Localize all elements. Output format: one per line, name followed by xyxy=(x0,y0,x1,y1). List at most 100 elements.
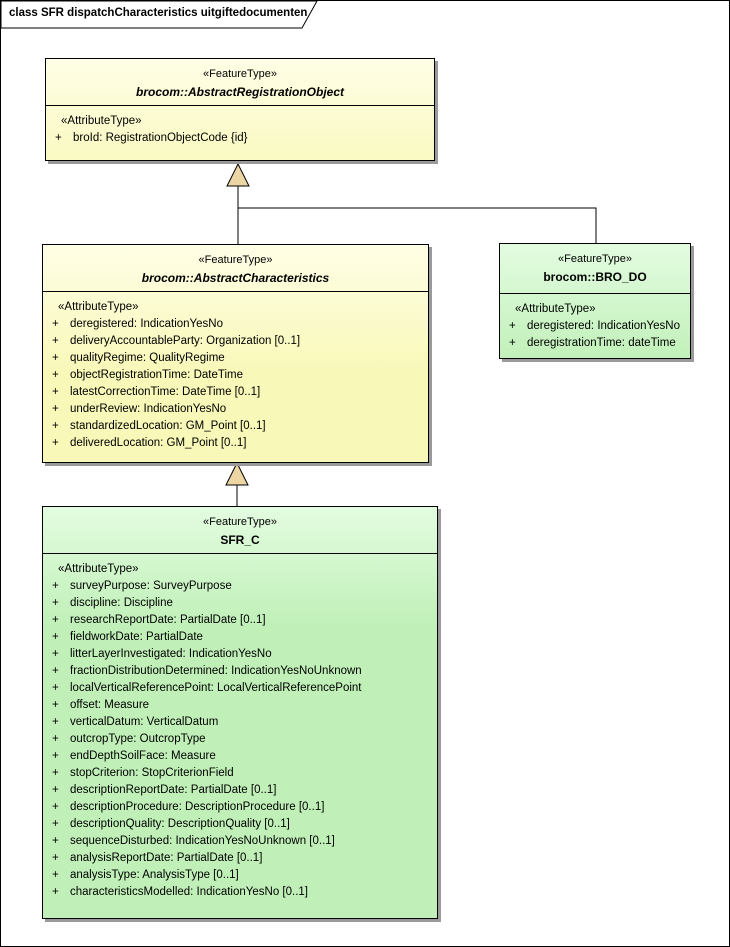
attribute-row: + localVerticalReferencePoint: LocalVert… xyxy=(43,680,437,697)
attribute-list: + deregistered: IndicationYesNo + deregi… xyxy=(500,318,690,352)
class-node-bro-do[interactable]: «FeatureType» brocom::BRO_DO «AttributeT… xyxy=(499,243,691,359)
attribute-row: + standardizedLocation: GM_Point [0..1] xyxy=(43,418,428,435)
attribute-text: researchReportDate: PartialDate [0..1] xyxy=(70,614,266,626)
visibility-symbol: + xyxy=(52,614,59,626)
attribute-stereotype-label: «AttributeType» xyxy=(515,303,596,315)
attribute-row: + deregistered: IndicationYesNo xyxy=(43,316,428,333)
attributes-compartment: «AttributeType» + surveyPurpose: SurveyP… xyxy=(43,554,437,918)
stereotype-label: «FeatureType» xyxy=(203,68,277,80)
frame-tab-shape xyxy=(1,1,318,29)
attributes-compartment: «AttributeType» + deregistered: Indicati… xyxy=(43,292,428,462)
stereotype-label: «FeatureType» xyxy=(203,516,277,528)
stereotype-label: «FeatureType» xyxy=(198,254,273,266)
visibility-symbol: + xyxy=(52,352,59,364)
visibility-symbol: + xyxy=(52,699,59,711)
attribute-text: underReview: IndicationYesNo xyxy=(70,403,227,415)
visibility-symbol: + xyxy=(52,852,59,864)
attribute-row: + outcropType: OutcropType xyxy=(43,731,437,748)
visibility-symbol: + xyxy=(52,733,59,745)
attribute-text: deregistered: IndicationYesNo xyxy=(527,320,681,332)
attribute-text: standardizedLocation: GM_Point [0..1] xyxy=(70,420,266,432)
attribute-row: + objectRegistrationTime: DateTime xyxy=(43,367,428,384)
class-node-sfr-c[interactable]: «FeatureType» SFR_C «AttributeType» + su… xyxy=(42,506,438,919)
visibility-symbol: + xyxy=(52,801,59,813)
attribute-row: + deregistered: IndicationYesNo xyxy=(500,318,690,335)
class-name: brocom::BRO_DO xyxy=(543,270,647,284)
class-node-abstract-registration-object[interactable]: «FeatureType» brocom::AbstractRegistrati… xyxy=(45,58,435,161)
attributes-compartment: «AttributeType» + broId: RegistrationObj… xyxy=(46,106,434,160)
visibility-symbol: + xyxy=(52,597,59,609)
attribute-text: broId: RegistrationObjectCode {id} xyxy=(73,132,248,144)
generalization-line-bro-do[interactable] xyxy=(238,207,597,243)
visibility-symbol: + xyxy=(52,648,59,660)
attribute-row: + analysisType: AnalysisType [0..1] xyxy=(43,867,437,884)
attribute-text: latestCorrectionTime: DateTime [0..1] xyxy=(70,386,261,398)
attribute-row: + stopCriterion: StopCriterionField xyxy=(43,765,437,782)
attribute-list: + surveyPurpose: SurveyPurpose + discipl… xyxy=(43,578,437,901)
attribute-text: descriptionProcedure: DescriptionProcedu… xyxy=(70,801,325,813)
attribute-row: + verticalDatum: VerticalDatum xyxy=(43,714,437,731)
visibility-symbol: + xyxy=(52,682,59,694)
visibility-symbol: + xyxy=(55,132,62,144)
frame-tab xyxy=(1,1,318,29)
attribute-row: + descriptionQuality: DescriptionQuality… xyxy=(43,816,437,833)
attribute-row: + surveyPurpose: SurveyPurpose xyxy=(43,578,437,595)
attribute-row: + underReview: IndicationYesNo xyxy=(43,401,428,418)
attribute-stereotype-label: «AttributeType» xyxy=(58,563,139,575)
visibility-symbol: + xyxy=(52,665,59,677)
visibility-symbol: + xyxy=(52,767,59,779)
attribute-text: descriptionQuality: DescriptionQuality [… xyxy=(70,818,290,830)
attribute-text: descriptionReportDate: PartialDate [0..1… xyxy=(70,784,277,796)
attribute-row: + offset: Measure xyxy=(43,697,437,714)
class-header: «FeatureType» brocom::AbstractCharacteri… xyxy=(43,245,428,292)
class-name: brocom::AbstractRegistrationObject xyxy=(135,85,345,99)
attribute-row: + discipline: Discipline xyxy=(43,595,437,612)
attribute-row: + researchReportDate: PartialDate [0..1] xyxy=(43,612,437,629)
visibility-symbol: + xyxy=(52,784,59,796)
attribute-text: localVerticalReferencePoint: LocalVertic… xyxy=(70,682,362,694)
class-header: «FeatureType» SFR_C xyxy=(43,507,437,554)
attribute-stereotype-label: «AttributeType» xyxy=(58,301,139,313)
attribute-text: fractionDistributionDetermined: Indicati… xyxy=(70,665,362,677)
attribute-text: characteristicsModelled: IndicationYesNo… xyxy=(70,886,309,898)
attribute-row: + broId: RegistrationObjectCode {id} xyxy=(46,130,434,147)
visibility-symbol: + xyxy=(52,869,59,881)
attribute-row: + fractionDistributionDetermined: Indica… xyxy=(43,663,437,680)
attribute-text: stopCriterion: StopCriterionField xyxy=(70,767,234,779)
attribute-row: + fieldworkDate: PartialDate xyxy=(43,629,437,646)
attribute-row: + litterLayerInvestigated: IndicationYes… xyxy=(43,646,437,663)
attribute-row: + deregistrationTime: dateTime xyxy=(500,335,690,352)
generalization-arrow-to-characteristics xyxy=(225,461,249,486)
attribute-text: deliveredLocation: GM_Point [0..1] xyxy=(70,437,247,449)
visibility-symbol: + xyxy=(509,320,516,332)
class-node-abstract-characteristics[interactable]: «FeatureType» brocom::AbstractCharacteri… xyxy=(42,244,429,463)
attribute-text: offset: Measure xyxy=(70,699,150,711)
visibility-symbol: + xyxy=(52,369,59,381)
attribute-row: + characteristicsModelled: IndicationYes… xyxy=(43,884,437,901)
visibility-symbol: + xyxy=(52,716,59,728)
attribute-row: + endDepthSoilFace: Measure xyxy=(43,748,437,765)
attribute-row: + sequenceDisturbed: IndicationYesNoUnkn… xyxy=(43,833,437,850)
attribute-text: discipline: Discipline xyxy=(70,597,173,609)
attribute-row: + descriptionProcedure: DescriptionProce… xyxy=(43,799,437,816)
class-header: «FeatureType» brocom::BRO_DO xyxy=(500,244,690,294)
attribute-row: + deliveryAccountableParty: Organization… xyxy=(43,333,428,350)
class-header: «FeatureType» brocom::AbstractRegistrati… xyxy=(46,59,434,106)
attributes-compartment: «AttributeType» + deregistered: Indicati… xyxy=(500,294,690,358)
visibility-symbol: + xyxy=(509,337,516,349)
attribute-text: endDepthSoilFace: Measure xyxy=(70,750,216,762)
attribute-row: + deliveredLocation: GM_Point [0..1] xyxy=(43,435,428,452)
visibility-symbol: + xyxy=(52,631,59,643)
generalization-arrow-to-registration-object xyxy=(226,162,250,187)
attribute-text: litterLayerInvestigated: IndicationYesNo xyxy=(70,648,272,660)
attribute-row: + qualityRegime: QualityRegime xyxy=(43,350,428,367)
attribute-text: verticalDatum: VerticalDatum xyxy=(70,716,219,728)
attribute-text: analysisType: AnalysisType [0..1] xyxy=(70,869,239,881)
visibility-symbol: + xyxy=(52,437,59,449)
visibility-symbol: + xyxy=(52,886,59,898)
visibility-symbol: + xyxy=(52,335,59,347)
attribute-text: qualityRegime: QualityRegime xyxy=(70,352,225,364)
attribute-row: + analysisReportDate: PartialDate [0..1] xyxy=(43,850,437,867)
visibility-symbol: + xyxy=(52,318,59,330)
